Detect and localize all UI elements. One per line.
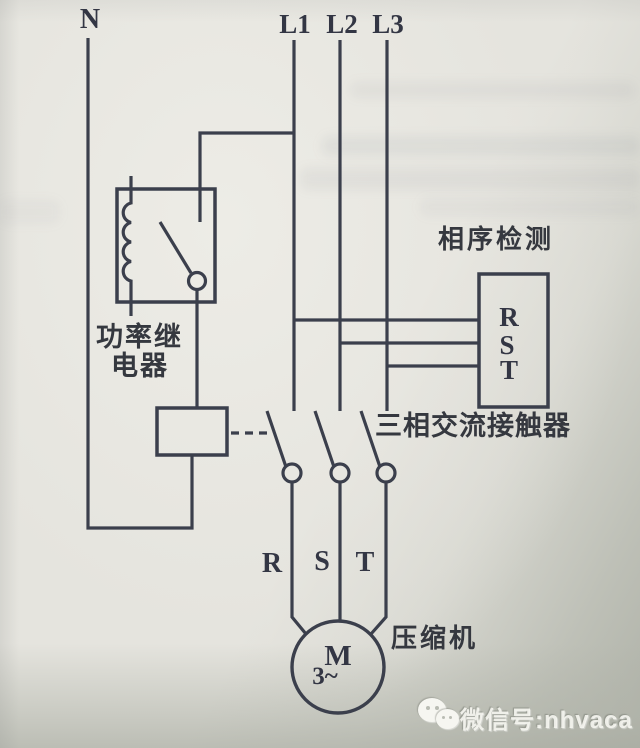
motor-lead-s-label: S xyxy=(314,546,330,577)
contactor-blade-2 xyxy=(313,410,336,468)
compressor-label: 压缩机 xyxy=(391,624,479,653)
motor-lead-t-wire xyxy=(369,482,388,636)
wechat-id-watermark: 微信号:nhvaca xyxy=(460,707,633,734)
power-relay-label-line2: 电器 xyxy=(111,351,169,381)
contactor-contact-3 xyxy=(375,462,397,484)
phase-detector-box xyxy=(477,272,550,409)
wechat-bubble-small xyxy=(436,709,459,729)
contactor-contact-2 xyxy=(329,462,351,484)
neutral-label: N xyxy=(79,4,101,35)
detector-terminal-r: R xyxy=(499,302,519,332)
phase-detector-title: 相序检测 xyxy=(438,225,555,254)
contactor-blade-3 xyxy=(359,410,382,468)
wechat-icon xyxy=(418,696,466,734)
motor-lead-r-wire xyxy=(290,482,308,636)
motor-lead-r-label: R xyxy=(261,548,283,579)
motor-phase-text: 3~ xyxy=(312,663,338,690)
l1-label: L1 xyxy=(279,9,311,39)
contactor-contact-1 xyxy=(281,462,303,484)
contactor-blade-1 xyxy=(265,410,288,468)
relay-box xyxy=(115,187,217,304)
relay-contact-blade xyxy=(158,221,193,274)
detector-terminal-t: T xyxy=(499,355,518,385)
detector-terminal-s: S xyxy=(499,330,515,360)
l1-branch-wire xyxy=(198,131,294,222)
motor-circle xyxy=(290,619,386,715)
motor-lead-t-label: T xyxy=(355,547,375,578)
motor-symbol: M xyxy=(324,640,352,672)
neutral-wire xyxy=(86,38,194,530)
l2-label: L2 xyxy=(326,9,358,39)
power-relay-label-line1: 功率继 xyxy=(96,322,183,352)
contactor-coil-box xyxy=(155,406,229,457)
relay-coil xyxy=(121,176,133,316)
contactor-label: 三相交流接触器 xyxy=(375,411,571,441)
relay-contact-point xyxy=(186,270,208,292)
l3-label: L3 xyxy=(372,9,404,39)
